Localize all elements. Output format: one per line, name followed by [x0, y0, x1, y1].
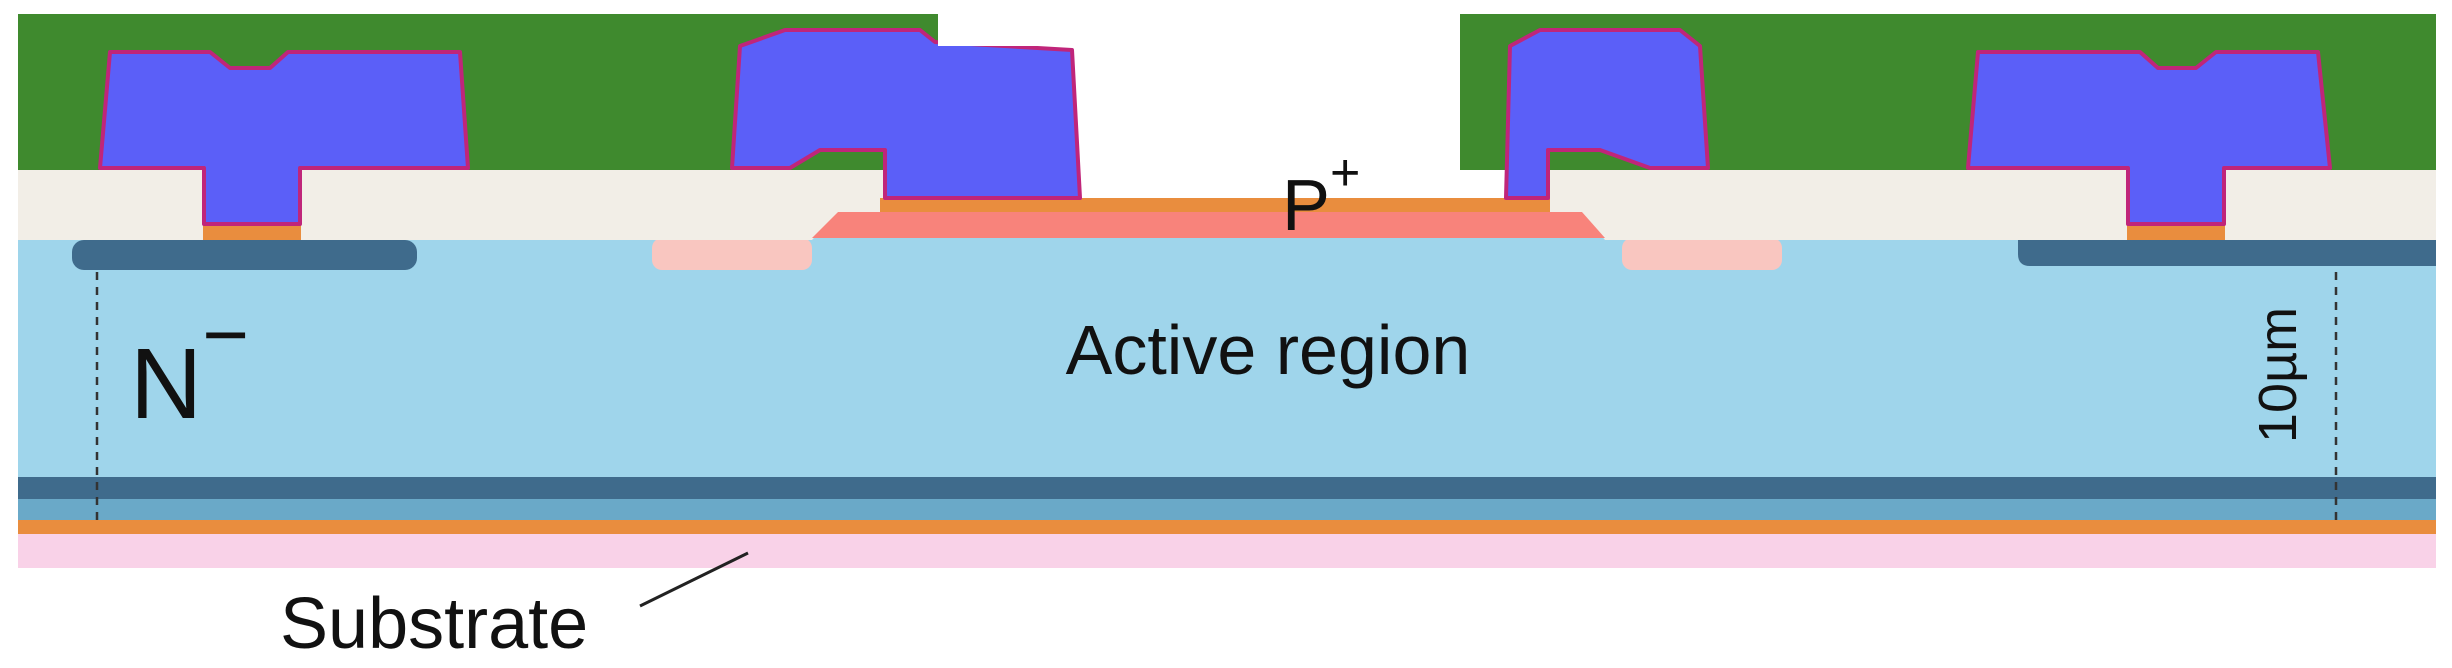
metal-contact-right	[1966, 50, 2332, 226]
guard-ring-right	[1622, 238, 1782, 270]
p-plus-contact-layer	[880, 198, 1550, 212]
n-plus-ring-right	[2018, 240, 2436, 266]
thickness-label: 10µm	[2248, 307, 2308, 443]
p-plus-letter: P	[1282, 166, 1330, 246]
metal-contact-center-left	[730, 28, 1082, 200]
field-oxide	[18, 170, 2436, 240]
n-minus-label: N−	[130, 290, 249, 440]
p-plus-superscript: +	[1330, 144, 1360, 202]
substrate	[18, 534, 2436, 568]
active-region	[18, 236, 2436, 482]
p-plus-label: P+	[1282, 144, 1360, 246]
p-plus-implant	[812, 212, 1605, 238]
buried-layer-dark	[18, 477, 2436, 499]
metal-contact-left	[98, 50, 470, 226]
substrate-label: Substrate	[280, 584, 588, 664]
substrate-contact-layer	[18, 520, 2436, 534]
buried-layer	[18, 499, 2436, 520]
n-minus-letter: N	[130, 328, 202, 440]
active-region-label: Active region	[1066, 311, 1471, 389]
n-plus-ring-left	[72, 240, 417, 270]
metal-contact-center-right	[1504, 28, 1710, 200]
substrate-leader-line	[639, 551, 749, 608]
contact-pad-right	[2127, 224, 2225, 240]
guard-ring-left	[652, 238, 812, 270]
metal-edge-cover	[938, 8, 1098, 46]
n-minus-superscript: −	[202, 290, 249, 379]
contact-pad-left	[203, 224, 301, 240]
